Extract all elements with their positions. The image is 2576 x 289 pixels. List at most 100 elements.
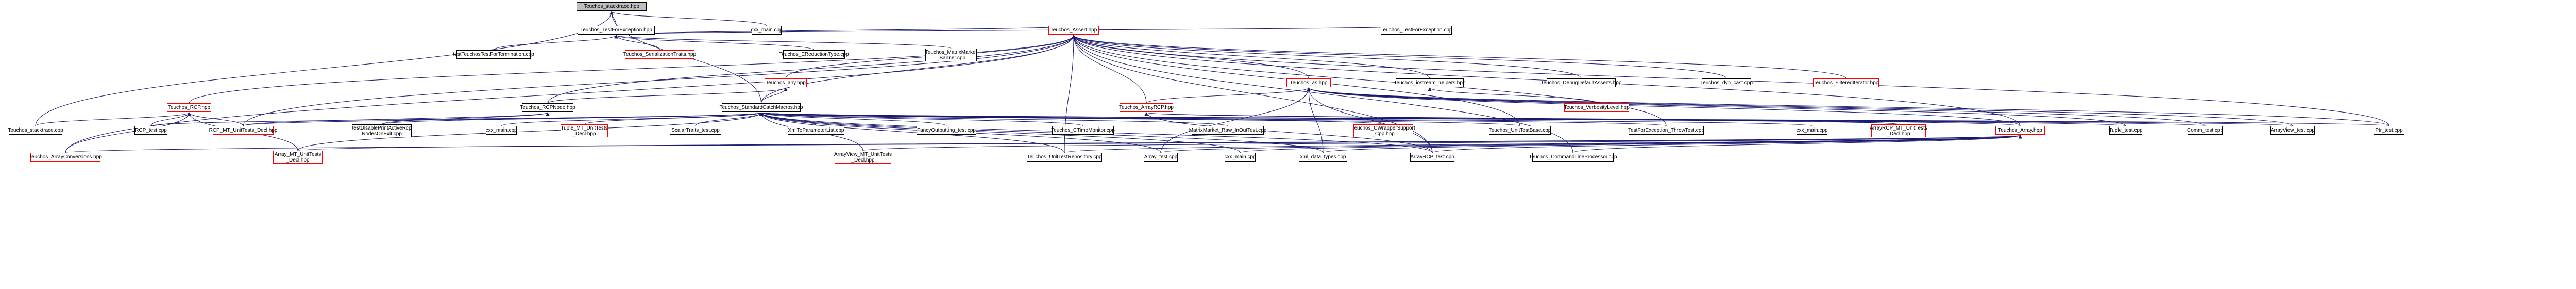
edge bbox=[547, 87, 788, 104]
edge bbox=[381, 112, 550, 125]
node-xml-data-types-cpp[interactable]: xml_data_types.cpp bbox=[1299, 153, 1347, 162]
edge bbox=[1072, 35, 1846, 79]
node-label: Teuchos_TestForException.hpp bbox=[580, 27, 652, 33]
node-label: XmlToParameterList.cpp bbox=[788, 127, 844, 133]
node-label: testDisablePrintActiveRcp NodesOnExit.cp… bbox=[352, 125, 412, 137]
edge bbox=[759, 112, 1241, 153]
edge bbox=[1307, 87, 2293, 126]
node-stacktrace-hpp[interactable]: Teuchos_stacktrace.hpp bbox=[577, 2, 647, 11]
node-rcp-hpp[interactable]: Teuchos_RCP.hpp bbox=[167, 103, 211, 112]
node-any-hpp[interactable]: Teuchos_any.hpp bbox=[765, 78, 807, 87]
node-matrixmarket-banner-cpp[interactable]: Teuchos_MatrixMarket _Banner.cpp bbox=[925, 49, 977, 61]
node-as-hpp[interactable]: Teuchos_as.hpp bbox=[1286, 78, 1331, 87]
node-unittestbase-cpp[interactable]: Teuchos_UnitTestBase.cpp bbox=[1489, 126, 1551, 135]
node-ptr-test-cpp[interactable]: Ptr_test.cpp bbox=[2374, 126, 2404, 135]
node-comm-test-cpp[interactable]: Comm_test.cpp bbox=[2187, 126, 2224, 135]
node-arrayrcp-test-cpp[interactable]: ArrayRCP_test.cpp bbox=[1410, 153, 1454, 162]
node-arrayview-mt-unittests-decl-hpp[interactable]: ArrayView_MT_UnitTests _Decl.hpp bbox=[834, 151, 892, 164]
edge bbox=[35, 112, 191, 126]
node-label: Teuchos_iostream_helpers.hpp bbox=[1394, 80, 1466, 86]
edge bbox=[1072, 35, 1667, 126]
node-cxx-main-cpp-mid2[interactable]: cxx_main.cpp bbox=[1796, 126, 1828, 135]
edge bbox=[1072, 35, 1727, 79]
node-cxx-main-cpp-top[interactable]: cxx_main.cpp bbox=[751, 26, 783, 35]
node-tuple-test-cpp[interactable]: Tuple_test.cpp bbox=[2109, 126, 2143, 135]
node-cxx-main-cpp-mid[interactable]: cxx_main.cpp bbox=[485, 126, 517, 135]
node-serializationtraits-hpp[interactable]: Teuchos_SerializationTraits.hpp bbox=[623, 50, 697, 59]
node-tuple-mt-unittests-decl-hpp[interactable]: Tuple_MT_UnitTests _Decl.hpp bbox=[561, 124, 608, 137]
node-stacktrace-cpp[interactable]: Teuchos_stacktrace.cpp bbox=[8, 126, 63, 135]
node-ereductiontype-cpp[interactable]: Teuchos_EReductionType.cpp bbox=[779, 50, 849, 59]
node-arrayview-test-cpp[interactable]: ArrayView_test.cpp bbox=[2270, 126, 2315, 135]
node-commandlineprocessor-cpp[interactable]: Teuchos_CommandLineProcessor.cpp bbox=[1529, 153, 1617, 162]
node-fancyoutputting-test-cpp[interactable]: FancyOutputting_test.cpp bbox=[917, 126, 976, 135]
edge bbox=[1072, 35, 1582, 79]
node-label: Teuchos_ArrayRCP.hpp bbox=[1119, 105, 1174, 110]
node-ctimemonitor-cpp[interactable]: Teuchos_CTimeMonitor.cpp bbox=[1051, 126, 1115, 135]
node-matrixmarket-raw-inouttest-cpp[interactable]: MatrixMarket_Raw_InOutTest.cpp bbox=[1189, 126, 1267, 135]
node-arrayrcp-mt-unittests-decl-hpp[interactable]: ArrayRCP_MT_UnitTests _Decl.hpp bbox=[1870, 124, 1927, 137]
edge bbox=[493, 35, 618, 51]
node-array-mt-unittests-decl-hpp[interactable]: Array_MT_UnitTests _Decl.hpp bbox=[273, 151, 323, 164]
edge bbox=[1307, 87, 2126, 126]
node-rcpnode-hpp[interactable]: Teuchos_RCPNode.hpp bbox=[520, 103, 575, 112]
node-testtestfortermination-cpp[interactable]: testTeuchosTestForTermination.cpp bbox=[453, 50, 534, 59]
node-array-test-cpp[interactable]: Array_test.cpp bbox=[1144, 153, 1178, 162]
node-label: Teuchos_as.hpp bbox=[1290, 80, 1328, 86]
node-xmltoparameterlist-cpp[interactable]: XmlToParameterList.cpp bbox=[788, 126, 844, 135]
edge bbox=[243, 112, 550, 126]
edge bbox=[615, 25, 1417, 36]
edge bbox=[759, 112, 1083, 126]
node-cwrappersupport-cpp-hpp[interactable]: Teuchos_CWrapperSupport _Cpp.hpp bbox=[1351, 124, 1415, 137]
node-arrayrcp-hpp[interactable]: Teuchos_ArrayRCP.hpp bbox=[1119, 103, 1174, 112]
node-array-hpp[interactable]: Teuchos_Array.hpp bbox=[1995, 126, 2045, 135]
node-label: Teuchos_VerbosityLevel.hpp bbox=[1564, 105, 1630, 110]
node-testforexception-hpp[interactable]: Teuchos_TestForException.hpp bbox=[578, 26, 655, 35]
edge bbox=[1072, 35, 1430, 79]
edge bbox=[1160, 87, 1311, 153]
node-label: Array_MT_UnitTests _Decl.hpp bbox=[274, 151, 321, 163]
edge bbox=[1064, 135, 2022, 153]
node-label: FancyOutputting_test.cpp bbox=[917, 127, 976, 133]
edge bbox=[1307, 87, 2206, 126]
node-label: Teuchos_SerializationTraits.hpp bbox=[623, 52, 697, 57]
node-label: cxx_main.cpp bbox=[1796, 127, 1828, 133]
node-label: Teuchos_stacktrace.hpp bbox=[584, 4, 639, 9]
edge bbox=[1572, 135, 2022, 153]
node-label: Tuple_test.cpp bbox=[2109, 127, 2143, 133]
edge bbox=[1307, 87, 2021, 126]
node-label: MatrixMarket_Raw_InOutTest.cpp bbox=[1189, 127, 1267, 133]
node-filterediterator-hpp[interactable]: Teuchos_FilteredIterator.hpp bbox=[1813, 78, 1879, 87]
node-rcp-test-cpp[interactable]: RCP_test.cpp bbox=[134, 126, 167, 135]
node-testdisableprintactivercpnodesonexit-cpp[interactable]: testDisablePrintActiveRcp NodesOnExit.cp… bbox=[352, 124, 412, 137]
edge bbox=[1307, 87, 1324, 153]
node-arrayconversions-hpp[interactable]: Teuchos_ArrayConversions.hpp bbox=[29, 153, 102, 162]
node-testforexception-throwtest-cpp[interactable]: TestForException_ThrowTest.cpp bbox=[1628, 126, 1704, 135]
node-cxx-main-cpp-bottom[interactable]: cxx_main.cpp bbox=[1224, 153, 1256, 162]
node-iostream-helpers-hpp[interactable]: Teuchos_iostream_helpers.hpp bbox=[1394, 78, 1466, 87]
node-label: TestForException_ThrowTest.cpp bbox=[1628, 127, 1704, 133]
node-assert-hpp[interactable]: Teuchos_Assert.hpp bbox=[1048, 26, 1099, 35]
edge bbox=[759, 112, 1324, 153]
edge bbox=[381, 112, 763, 125]
node-scalartraits-test-cpp[interactable]: ScalarTraits_test.cpp bbox=[670, 126, 721, 135]
edge bbox=[614, 35, 815, 51]
node-testforexception-cpp[interactable]: Teuchos_TestForException.cpp bbox=[1381, 26, 1452, 35]
node-label: Comm_test.cpp bbox=[2187, 127, 2224, 133]
edge bbox=[65, 112, 191, 153]
node-label: RCP_MT_UnitTests_Decl.hpp bbox=[209, 127, 278, 133]
edge bbox=[1072, 35, 1309, 79]
node-debugdefaultasserts-hpp[interactable]: Teuchos_DebugDefaultAsserts.hpp bbox=[1541, 78, 1621, 87]
node-standardcatchmacros-hpp[interactable]: Teuchos_StandardCatchMacros.hpp bbox=[720, 103, 803, 112]
node-label: ArrayView_test.cpp bbox=[2270, 127, 2315, 133]
node-rcp-mt-unittests-decl-hpp[interactable]: RCP_MT_UnitTests_Decl.hpp bbox=[209, 126, 277, 135]
node-unittestrepository-cpp[interactable]: Teuchos_UnitTestRepository.cpp bbox=[1027, 153, 1102, 162]
node-verbositylevel-hpp[interactable]: Teuchos_VerbosityLevel.hpp bbox=[1564, 103, 1630, 112]
node-dyn-cast-cpp[interactable]: Teuchos_dyn_cast.cpp bbox=[1700, 78, 1753, 87]
node-label: RCP_test.cpp bbox=[135, 127, 167, 133]
node-label: Teuchos_dyn_cast.cpp bbox=[1700, 80, 1753, 86]
edge bbox=[1145, 112, 2021, 126]
edge bbox=[609, 11, 767, 26]
node-label: Teuchos_Assert.hpp bbox=[1050, 27, 1097, 33]
